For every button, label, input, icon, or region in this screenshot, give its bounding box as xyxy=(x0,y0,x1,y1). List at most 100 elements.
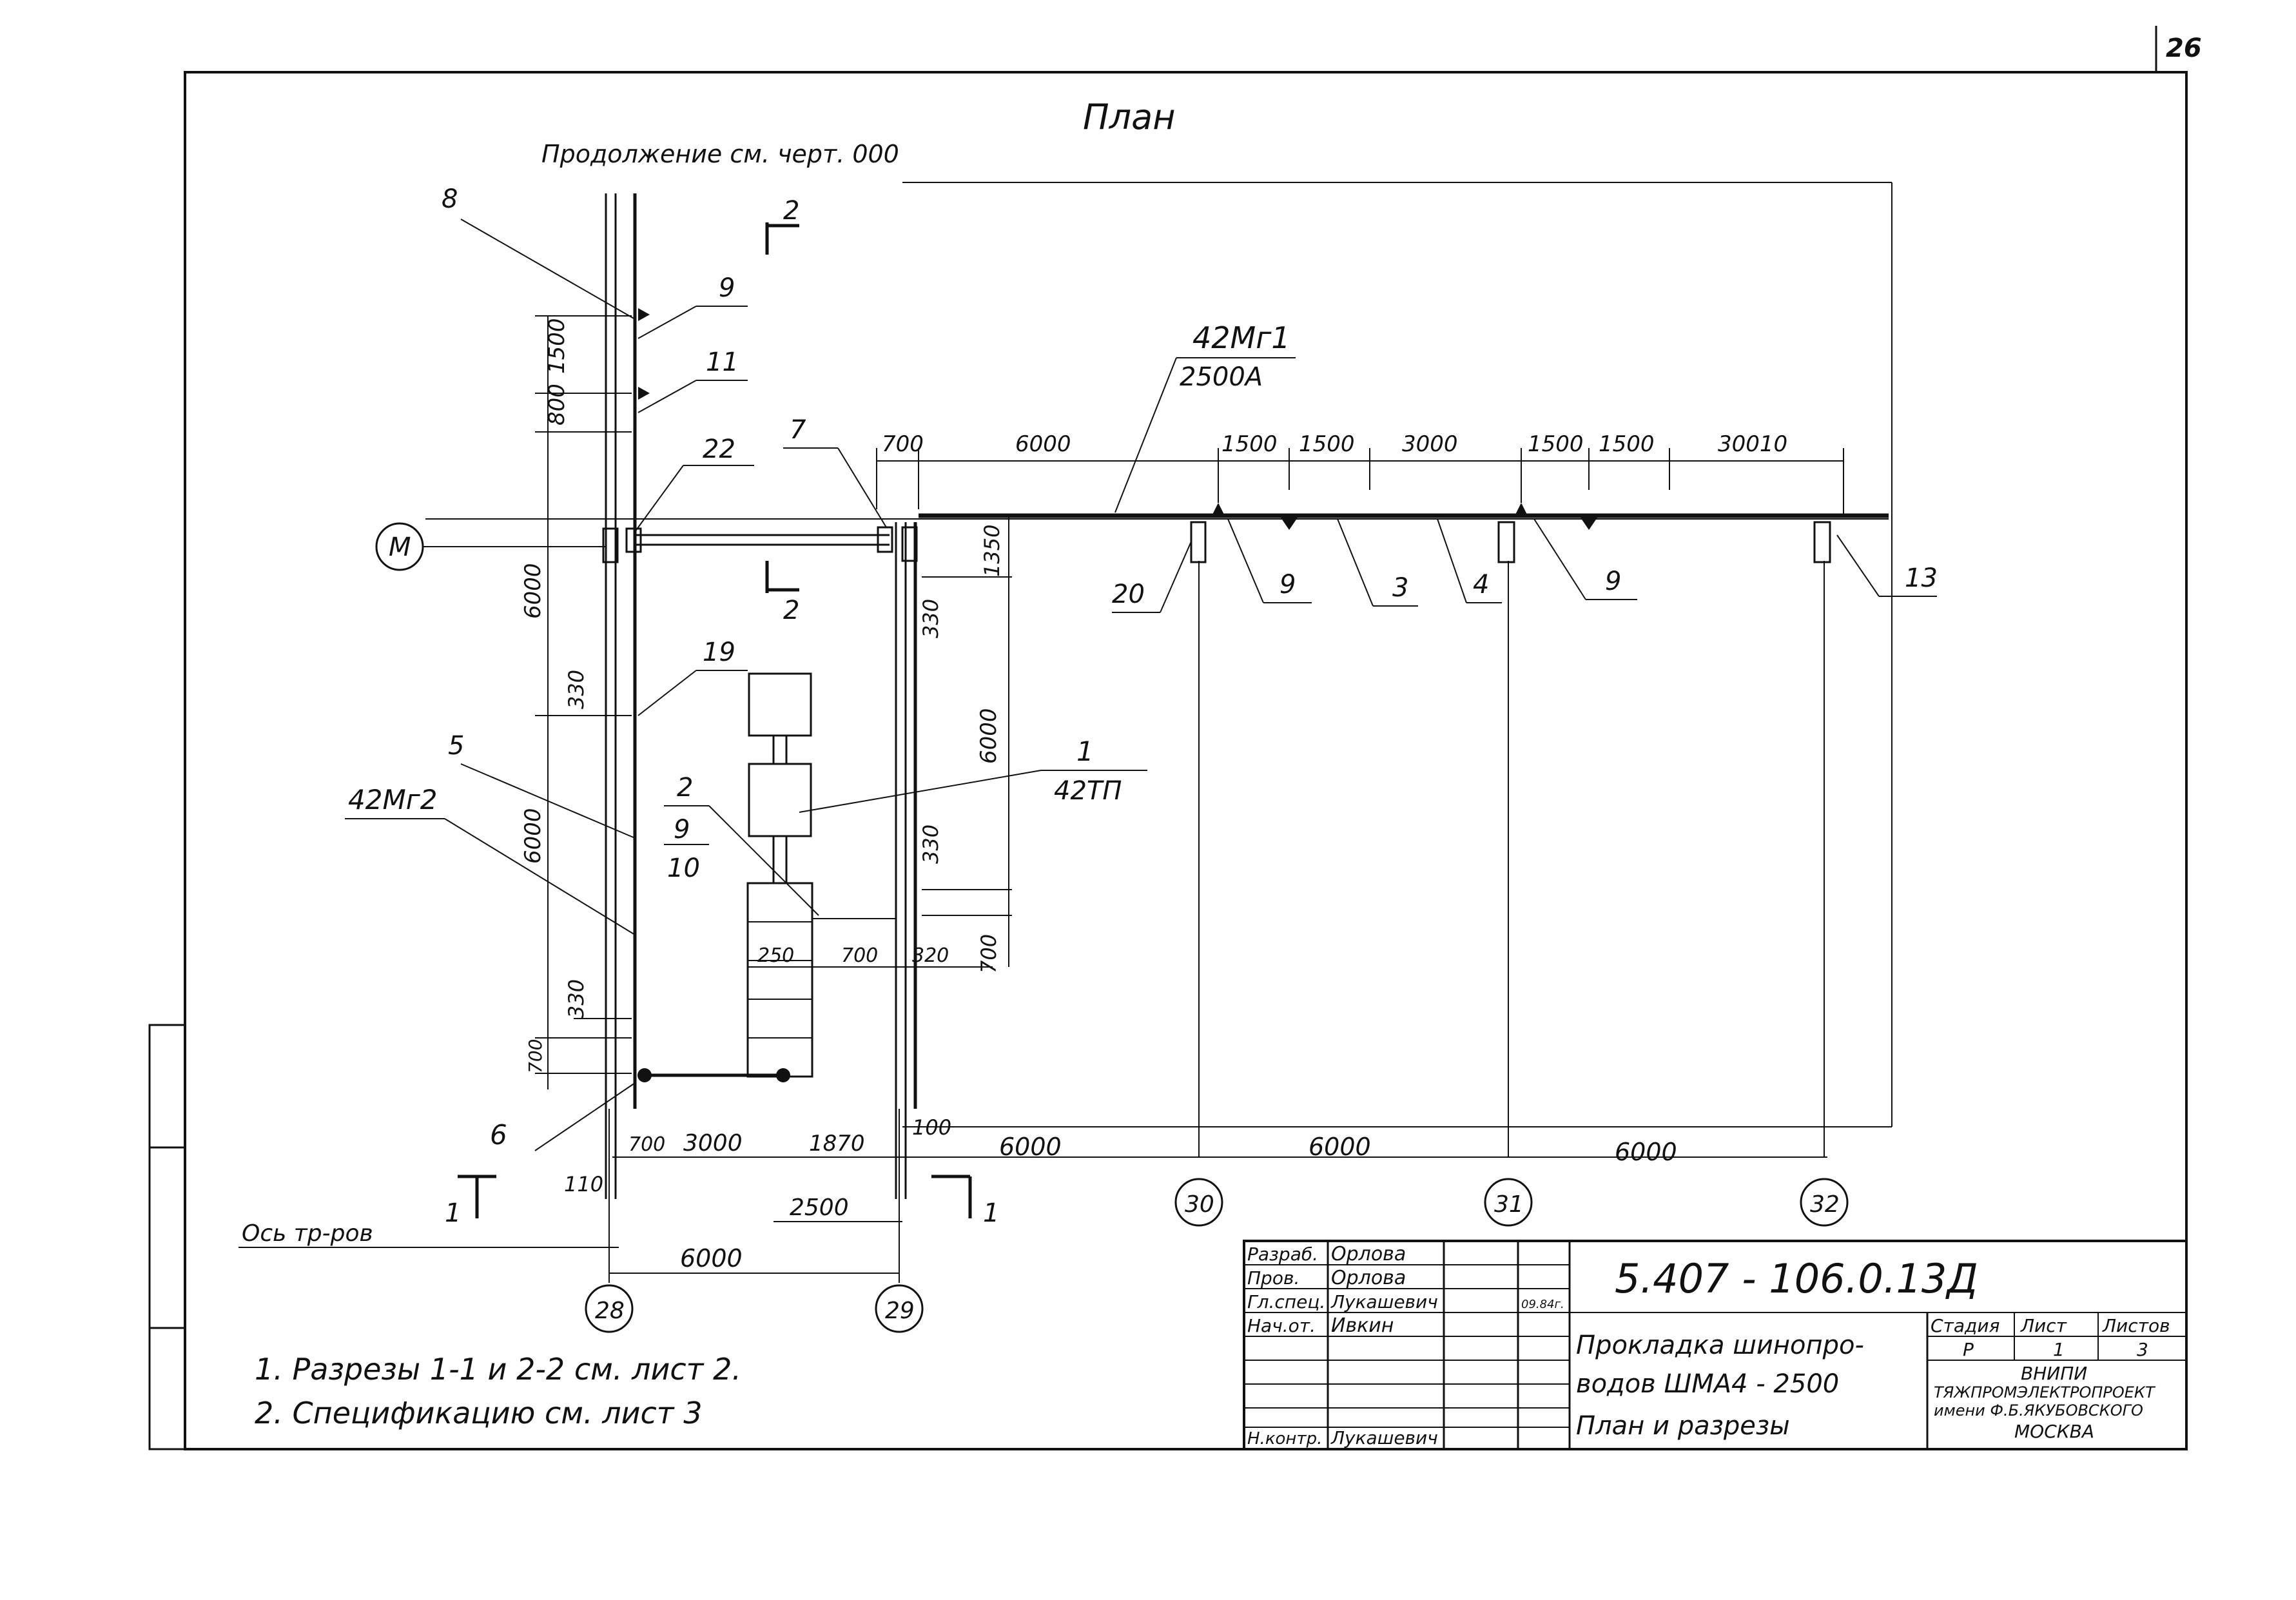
pos-6: 6 xyxy=(490,1119,507,1151)
pos-7: 7 xyxy=(790,415,806,445)
tb-name: Лукашевич xyxy=(1330,1427,1438,1449)
dim-700: 700 xyxy=(841,944,878,967)
tb-role: Н.контр. xyxy=(1247,1429,1322,1449)
tb-sheets-header: Листов xyxy=(2102,1315,2170,1336)
dim-320: 320 xyxy=(912,944,949,967)
tb-name: Орлова xyxy=(1331,1243,1406,1265)
tb-name: Орлова xyxy=(1331,1267,1406,1289)
transformer-pos: 1 xyxy=(1076,736,1094,767)
dim-6000: 6000 xyxy=(999,1133,1062,1161)
tb-stage: Р xyxy=(1963,1339,1974,1360)
busbar-top-label: 42Mг1 xyxy=(1192,320,1290,355)
section-label: 1 xyxy=(445,1198,461,1228)
leader-line xyxy=(637,670,697,716)
leader-line xyxy=(1836,534,1880,597)
tb-org3: имени Ф.Б.ЯКУБОВСКОГО xyxy=(1934,1401,2143,1420)
support-box xyxy=(625,527,642,553)
title-block: Разраб. Орлова Пров. Орлова Гл.спец. Лук… xyxy=(1243,1240,2188,1450)
axis-pipe-note: Ось тр-ров xyxy=(242,1220,373,1247)
fixture-mark xyxy=(1212,503,1225,516)
section-label: 1 xyxy=(983,1198,999,1228)
dim-330: 330 xyxy=(564,979,589,1019)
support-box xyxy=(877,526,893,553)
tb-role: Разраб. xyxy=(1247,1244,1318,1265)
pos-4: 4 xyxy=(1473,570,1489,600)
drawing-frame xyxy=(184,71,2188,1450)
section-label: 2 xyxy=(783,596,799,625)
dim-3000: 3000 xyxy=(683,1130,743,1156)
stack-label-9: 9 xyxy=(674,815,690,844)
dim-2500: 2500 xyxy=(790,1195,849,1221)
leader-line xyxy=(460,219,636,320)
tb-desc1: Прокладка шинопро- xyxy=(1576,1331,1864,1360)
tb-org1: ВНИПИ xyxy=(2021,1363,2087,1384)
leader-line xyxy=(1227,518,1264,603)
support-box xyxy=(901,526,918,562)
terminal-dot xyxy=(776,1068,790,1082)
support-box xyxy=(1813,521,1831,563)
dim-1500: 1500 xyxy=(1221,431,1278,457)
dim-6000: 6000 xyxy=(680,1244,743,1273)
dim-100: 100 xyxy=(912,1115,951,1140)
dim-6000: 6000 xyxy=(1015,431,1071,457)
pos-9: 9 xyxy=(1605,567,1621,596)
leader-line xyxy=(1437,518,1467,603)
pos-13: 13 xyxy=(1905,563,1938,593)
terminal-dot xyxy=(637,1068,652,1082)
leader-line xyxy=(534,1082,636,1151)
axis-bubble-28 xyxy=(585,1284,634,1333)
tb-sheet-header: Лист xyxy=(2020,1315,2067,1336)
dim-1500: 1500 xyxy=(544,318,570,374)
dim-3000: 3000 xyxy=(1402,431,1458,457)
pos-5: 5 xyxy=(448,731,464,761)
tb-sheet: 1 xyxy=(2053,1339,2065,1360)
dim-700: 700 xyxy=(882,431,924,457)
support-box xyxy=(602,527,619,563)
leader-line xyxy=(1160,541,1192,613)
tb-role: Нач.от. xyxy=(1247,1315,1316,1336)
fixture-mark xyxy=(1515,503,1528,516)
dim-330: 330 xyxy=(564,670,589,709)
support-box xyxy=(1497,521,1515,563)
plan-title: План xyxy=(1083,97,1176,137)
tb-role: Пров. xyxy=(1247,1267,1299,1289)
tb-name: Лукашевич xyxy=(1330,1291,1438,1312)
tb-name: Ивкин xyxy=(1331,1314,1394,1337)
fixture-mark xyxy=(1579,516,1599,530)
dim-1500: 1500 xyxy=(1528,431,1584,457)
leader-line xyxy=(444,818,636,935)
dim-6000: 6000 xyxy=(976,708,1002,764)
tb-date: 09.84г. xyxy=(1521,1298,1564,1311)
axis-label-30: 30 xyxy=(1185,1191,1214,1218)
dim-1350: 1350 xyxy=(980,525,1004,577)
leader-line xyxy=(799,770,1042,813)
dim-6000: 6000 xyxy=(520,563,546,619)
dim-110: 110 xyxy=(564,1172,603,1196)
cabinet-stack xyxy=(746,882,813,1078)
pos-20: 20 xyxy=(1112,580,1145,609)
tb-stage-header: Стадия xyxy=(1931,1315,1999,1336)
axis-label-28: 28 xyxy=(595,1298,625,1324)
dim-30010: 30010 xyxy=(1718,431,1787,457)
axis-bubble-32 xyxy=(1800,1178,1849,1227)
transformer-block xyxy=(748,763,812,837)
axis-label-32: 32 xyxy=(1810,1191,1840,1218)
pos-9: 9 xyxy=(719,273,735,303)
leader-line xyxy=(1533,518,1586,600)
dim-800: 800 xyxy=(544,384,570,425)
dim-330: 330 xyxy=(919,599,943,638)
continuation-note: Продолжение см. черт. 000 xyxy=(541,140,899,168)
dim-1500: 1500 xyxy=(1599,431,1655,457)
pos-9: 9 xyxy=(1279,570,1296,600)
note-2: 2. Спецификацию см. лист 3 xyxy=(255,1396,702,1430)
dim-1870: 1870 xyxy=(809,1131,865,1156)
stack-label-10: 10 xyxy=(667,854,700,883)
dim-1500: 1500 xyxy=(1299,431,1355,457)
tb-desc2: водов ШМА4 - 2500 xyxy=(1576,1369,1839,1399)
section-label: 2 xyxy=(783,196,799,226)
leader-line xyxy=(708,805,819,916)
sheet-number: 26 xyxy=(2166,34,2202,63)
pos-19: 19 xyxy=(703,638,735,667)
axis-label-31: 31 xyxy=(1494,1191,1524,1218)
